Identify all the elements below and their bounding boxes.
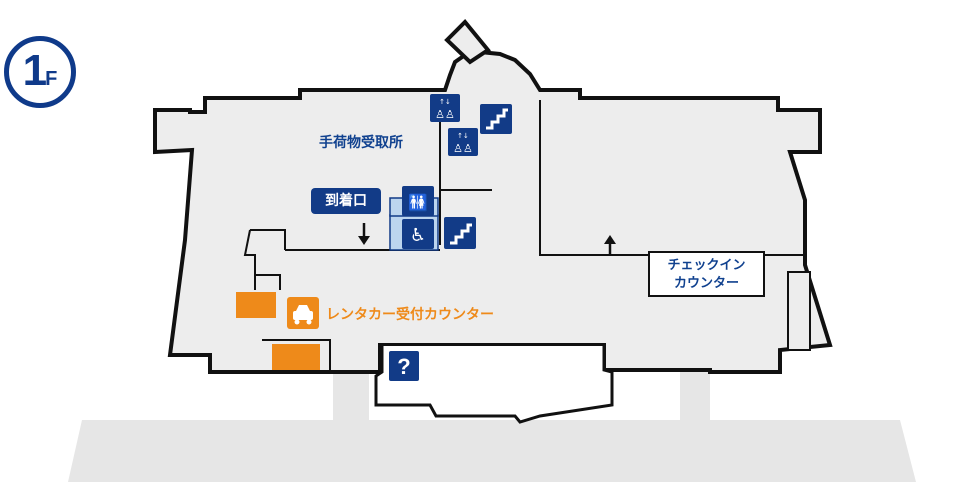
tower (444, 19, 491, 65)
checkin-line2: カウンター (673, 276, 739, 291)
information-icon: ? (389, 351, 419, 381)
arrival-exit-label: 到着口 (311, 188, 381, 214)
svg-text:🚻: 🚻 (408, 193, 428, 212)
front-bay (374, 346, 614, 424)
arrow-down-icon (358, 223, 370, 245)
escalator-icon (444, 217, 476, 249)
restroom-icon: 🚻 (402, 186, 434, 216)
inner-wall (439, 100, 805, 256)
svg-text:↑↓: ↑↓ (439, 98, 451, 106)
escalator-icon (480, 104, 512, 134)
rental-car-label: レンタカー受付カウンター (326, 307, 494, 323)
svg-text:♙♙: ♙♙ (435, 108, 455, 121)
elevator-icon: ↑↓ ♙♙ (448, 128, 478, 156)
walkway-right (680, 372, 710, 422)
svg-text:♙♙: ♙♙ (453, 142, 473, 155)
accessible-restroom-icon: ♿ (402, 219, 434, 249)
baggage-claim-label: 手荷物受取所 (319, 135, 403, 151)
terminal-floor (153, 49, 833, 374)
checkin-counter-label: チェックイン カウンター (648, 251, 765, 297)
svg-text:♿: ♿ (410, 225, 426, 246)
svg-text:?: ? (397, 354, 410, 379)
floor-number: 1 (22, 46, 48, 95)
rental-counter-1 (236, 292, 276, 318)
rental-counter-2 (272, 344, 320, 370)
checkin-line1: チェックイン (667, 258, 746, 273)
left-rooms (243, 229, 331, 372)
svg-text:↑↓: ↑↓ (457, 132, 469, 140)
rental-car-icon (287, 297, 319, 329)
sidewalk (68, 420, 916, 482)
floor-badge: 1F (4, 36, 76, 108)
walkway-left (333, 372, 369, 422)
right-room (787, 271, 811, 351)
arrow-up-icon (604, 235, 616, 255)
elevator-icon: ↑↓ ♙♙ (430, 94, 460, 122)
floor-suffix: F (45, 68, 58, 90)
